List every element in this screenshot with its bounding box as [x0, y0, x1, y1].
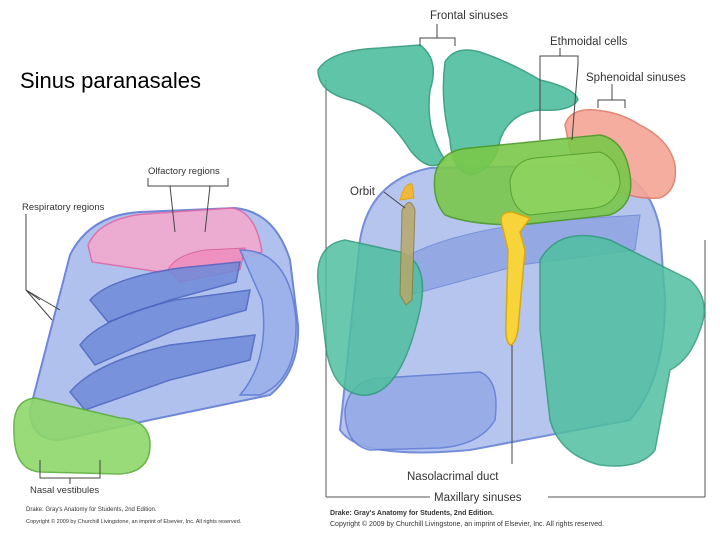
label-orbit: Orbit	[350, 186, 376, 198]
nasolacrimal-duct	[500, 211, 532, 346]
left-credit-line1: Drake: Gray's Anatomy for Students, 2nd …	[26, 507, 157, 513]
middle-concha	[79, 289, 251, 366]
label-maxillary-sinuses: Maxillary sinuses	[434, 492, 522, 504]
label-olfactory-regions: Olfactory regions	[148, 166, 220, 177]
label-frontal-sinuses: Frontal sinuses	[430, 10, 508, 22]
orbit-structure	[399, 202, 416, 306]
label-nasolacrimal-duct: Nasolacrimal duct	[407, 471, 499, 483]
left-credit-line2: Copyright © 2009 by Churchill Livingston…	[26, 518, 242, 525]
frontal-sinus-left	[317, 44, 446, 167]
right-credit-line2: Copyright © 2009 by Churchill Livingston…	[330, 520, 604, 528]
right-credit-line1: Drake: Gray's Anatomy for Students, 2nd …	[330, 510, 494, 517]
label-nasal-vestibules: Nasal vestibules	[30, 485, 99, 496]
maxillary-sinus-left	[317, 239, 424, 396]
label-ethmoidal-cells: Ethmoidal cells	[550, 36, 628, 48]
label-respiratory-regions: Respiratory regions	[22, 202, 105, 213]
label-sphenoidal-sinuses: Sphenoidal sinuses	[586, 72, 686, 84]
inferior-concha	[69, 334, 256, 411]
right-figure: Frontal sinuses Ethmoidal cells Sphenoid…	[317, 10, 706, 528]
maxillary-sinus-right	[539, 234, 705, 467]
nasal-vestibule	[13, 397, 151, 475]
left-figure: Olfactory regions Respiratory regions Na…	[13, 166, 300, 525]
slide-title: Sinus paranasales	[20, 68, 202, 93]
superior-concha	[89, 261, 241, 323]
